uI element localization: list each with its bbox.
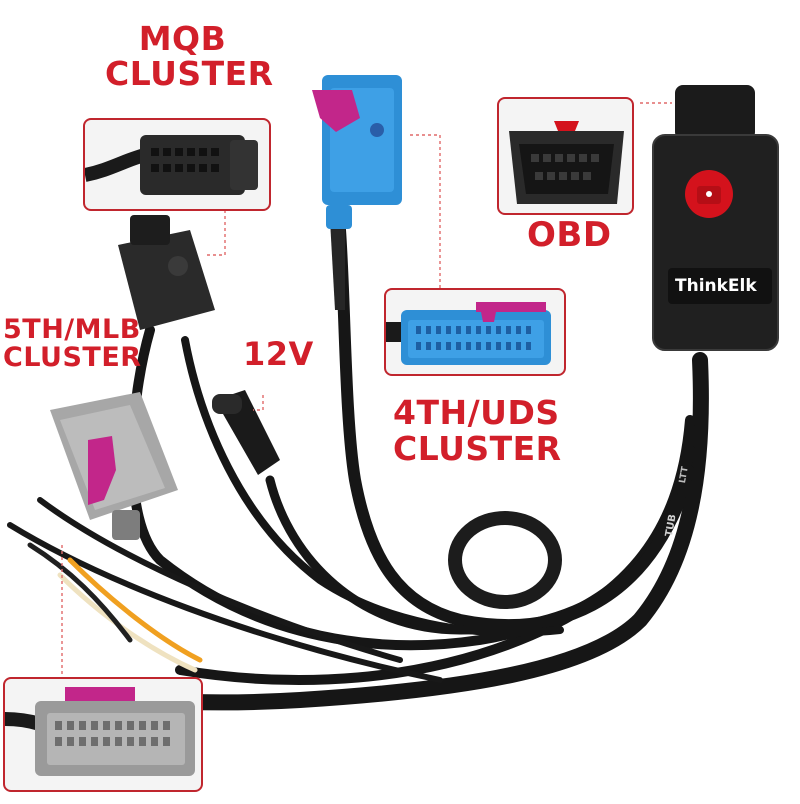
mqb-cluster-label: MQB CLUSTER — [105, 19, 274, 93]
obd-inset — [497, 97, 634, 215]
uds-label-line-1: 4TH/UDS — [393, 393, 560, 432]
mlb-cluster-label: 5TH/MLB CLUSTER — [3, 314, 143, 374]
leader-lines — [61, 102, 672, 677]
mqb-label-line-2: CLUSTER — [105, 53, 274, 93]
mlb-label-line-2: CLUSTER — [3, 342, 142, 374]
mqb-connector-icon — [118, 215, 215, 330]
mlb-connector-icon — [50, 392, 178, 540]
mlb-inset — [3, 677, 203, 792]
dc-jack-icon — [212, 390, 280, 475]
obd-port-icon — [509, 121, 624, 204]
uds-label-line-2: CLUSTER — [393, 429, 562, 469]
mqb-connector-icon — [85, 135, 258, 195]
uds-inset — [384, 288, 566, 376]
mqb-label-line-1: MQB — [138, 19, 227, 58]
mlb-label-line-1: 5TH/MLB — [3, 314, 141, 345]
obd-label: OBD — [527, 215, 612, 255]
cable-loop — [448, 511, 562, 609]
obd-module — [652, 85, 779, 351]
uds-connector-icon — [386, 302, 551, 365]
loose-wires — [7, 497, 443, 683]
uds-cluster-label: 4TH/UDS CLUSTER — [393, 393, 562, 469]
12v-label: 12V — [243, 335, 314, 373]
brand-logo-text: ThinkElk — [675, 276, 757, 296]
uds-connector-icon — [312, 75, 402, 310]
mlb-connector-icon — [5, 687, 195, 776]
mqb-inset — [83, 118, 271, 211]
